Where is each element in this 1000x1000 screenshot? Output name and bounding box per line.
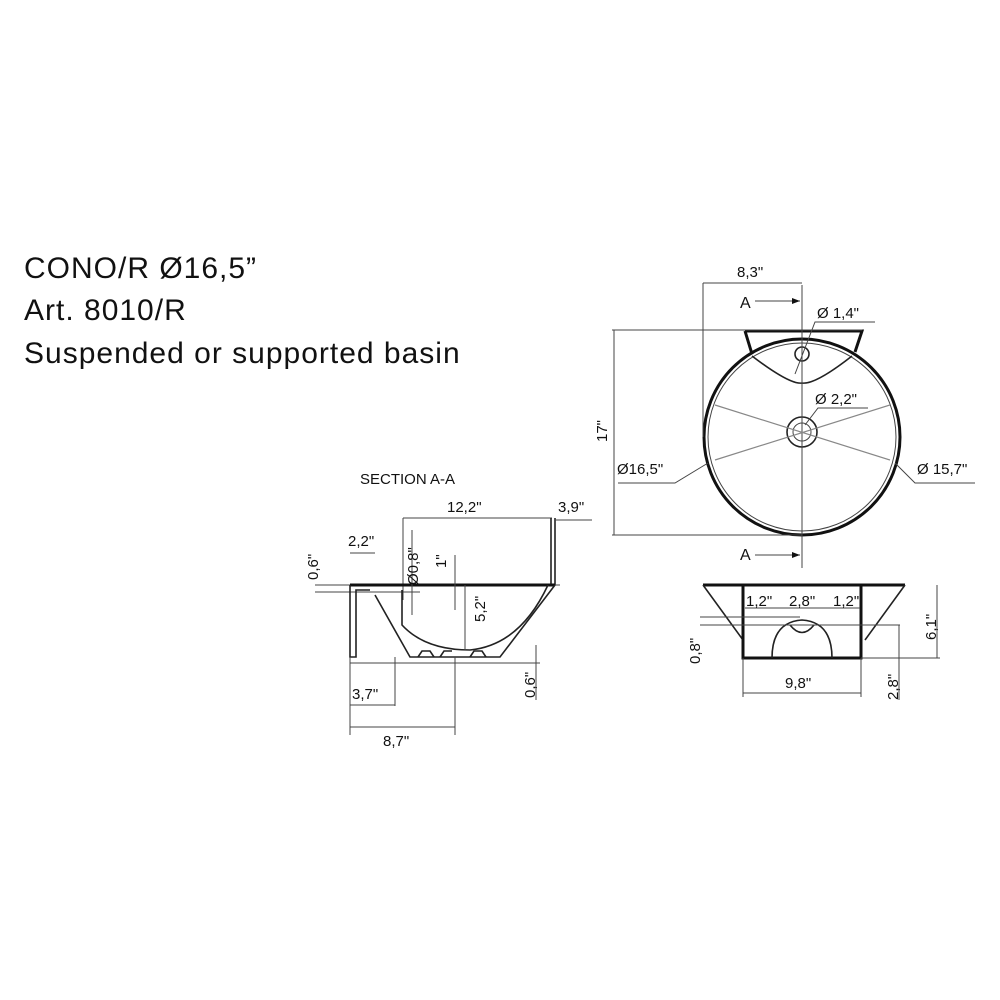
front-view: 1,2" 2,8" 1,2" 0,8" 6,1" 9,8" 2,8" xyxy=(687,583,940,700)
section-mark-top: A xyxy=(740,295,751,312)
siphon-outline xyxy=(771,619,833,659)
height-dim: 6,1" xyxy=(923,614,940,640)
bracket-body xyxy=(741,583,863,660)
top-view: 8,3" A A 17" Ø 1,4" Ø 2,2" Ø16,5" Ø 15,7… xyxy=(594,264,975,568)
offset-dim: 0,8" xyxy=(687,638,704,664)
width-dim: 8,3" xyxy=(737,264,763,281)
wall-bracket xyxy=(743,329,865,355)
length-dim: 17" xyxy=(594,420,611,442)
bowl-depth-dim: 5,2" xyxy=(472,596,489,622)
wall-bracket-section xyxy=(349,585,370,658)
outer-dim: Ø16,5" xyxy=(617,461,663,478)
wall-dim: 3,7" xyxy=(352,686,378,703)
right-dim: 1,2" xyxy=(833,593,859,610)
product-description: Suspended or supported basin xyxy=(24,337,461,370)
left-dim: 1,2" xyxy=(746,593,772,610)
section-mark-bottom: A xyxy=(740,547,751,564)
drain-dim: Ø 2,2" xyxy=(815,391,857,408)
overflow-dim: Ø 1,4" xyxy=(817,305,859,322)
drain-detail xyxy=(417,650,487,658)
product-title: CONO/R Ø16,5” xyxy=(24,252,258,285)
width-dim: 9,8" xyxy=(785,675,811,692)
rim-dim: 0,6" xyxy=(305,554,322,580)
offset-dim: 1" xyxy=(433,554,450,568)
total-dim: 8,7" xyxy=(383,733,409,750)
base-dim: 0,6" xyxy=(522,672,539,698)
section-view: SECTION A-A 12,2" 3,9" 2,2" 0,6" Ø0,8" 1… xyxy=(305,471,592,750)
bracket-dim: 2,2" xyxy=(348,533,374,550)
top-right-dim: 3,9" xyxy=(558,499,584,516)
hole-dim: Ø0,8" xyxy=(405,547,422,585)
diagonal-line xyxy=(714,404,891,461)
depth-dim: 12,2" xyxy=(447,499,482,516)
center-dim: 2,8" xyxy=(789,593,815,610)
inner-dim: Ø 15,7" xyxy=(917,461,967,478)
lower-dim: 2,8" xyxy=(885,674,902,700)
section-label: SECTION A-A xyxy=(360,471,455,488)
bowl-inner xyxy=(401,584,549,651)
article-number: Art. 8010/R xyxy=(24,294,187,327)
